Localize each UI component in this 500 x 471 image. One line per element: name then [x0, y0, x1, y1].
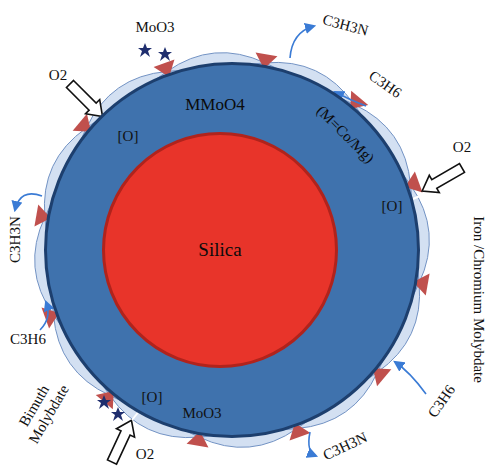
chemical-label: MoO3	[182, 405, 221, 422]
chemical-label: Iron /Chromium Molybdate	[469, 217, 486, 384]
chemical-label: C3H3N	[320, 429, 370, 464]
chemical-label: C3H6	[365, 68, 404, 103]
ring-label: MMoO4	[185, 95, 245, 115]
shell-base	[42, 60, 422, 440]
chemical-label: [O]	[382, 198, 403, 215]
chemical-label: C3H6	[10, 331, 46, 348]
molybdate-core-ring: MMoO4(M=Co/Mg)Silica	[44, 62, 420, 438]
chemical-label: C3H6	[425, 382, 460, 421]
chemical-label: O2	[453, 139, 471, 156]
reaction-arrows	[15, 26, 426, 456]
core-label: Silica	[198, 239, 241, 261]
chemical-label: Bimuth Molybdate	[9, 369, 76, 450]
chemical-label: O2	[136, 446, 154, 463]
chemical-label: O2	[49, 67, 67, 84]
chemical-label: [O]	[142, 389, 163, 406]
shell-scallops	[35, 53, 430, 448]
chemical-label: MoO3	[135, 19, 174, 36]
chemical-label: [O]	[118, 128, 139, 145]
chemical-label: C3H3N	[6, 217, 23, 264]
chemical-label: C3H3N	[320, 12, 370, 41]
red-triangles	[34, 52, 429, 447]
silica-core: Silica	[102, 132, 338, 368]
